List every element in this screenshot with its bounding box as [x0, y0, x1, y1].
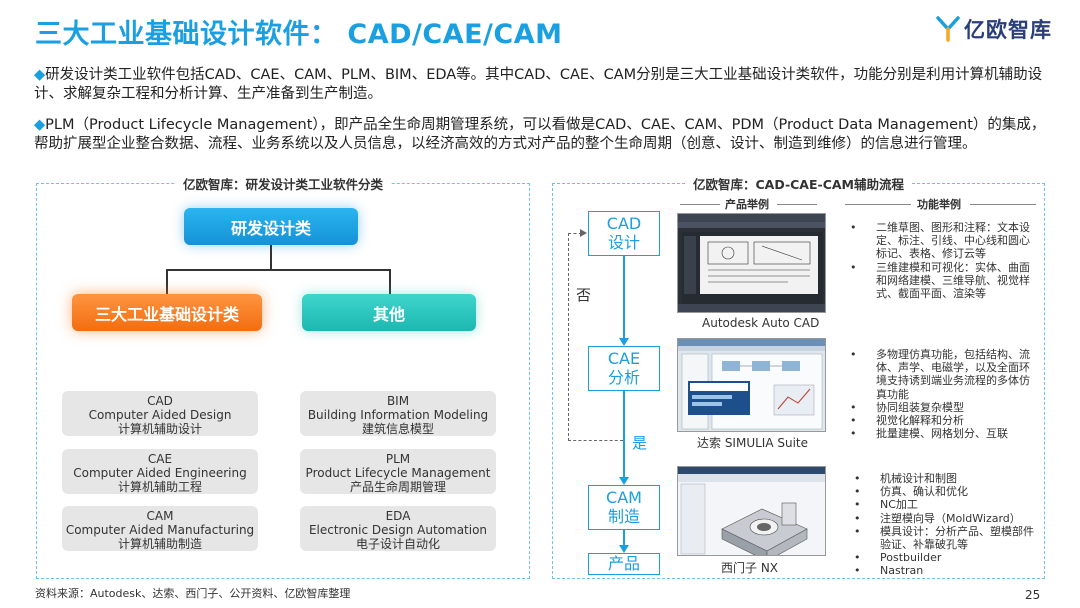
- list-item: Postbuilder: [854, 551, 1040, 564]
- feedback-loop-line: [568, 233, 582, 235]
- intro-paragraph-2: ◆PLM（Product Lifecycle Management），即产品全生…: [34, 117, 1046, 152]
- flow-arrow: [623, 256, 625, 338]
- tree-connector: [166, 269, 390, 271]
- header-rule: [970, 204, 1036, 205]
- cad-cae-cam-flow-panel: 亿欧智库：CAD-CAE-CAM辅助流程: [552, 177, 1045, 579]
- nx-screenshot: [677, 466, 826, 556]
- diamond-bullet-icon: ◆: [34, 67, 46, 83]
- cae-feature-list: 多物理仿真功能，包括结构、流体、声学、电磁学，以及全面环境支持诱到端业务流程的多…: [850, 348, 1036, 441]
- header-rule: [845, 204, 911, 205]
- root-category-node: 研发设计类: [184, 208, 358, 245]
- function-column-header: 功能举例: [917, 198, 961, 211]
- tree-connector: [166, 269, 168, 294]
- simulia-screenshot-image: [678, 339, 825, 430]
- logo-name: 亿欧智库: [964, 18, 1052, 42]
- logo: 亿欧智库: [936, 14, 1052, 44]
- list-item: 视觉化解释和分析: [850, 414, 1036, 427]
- list-item: 协同组装复杂模型: [850, 401, 1036, 414]
- cad-feature-list: 二维草图、图形和注释：文本设定、标注、引线、中心线和圆心标记、表格、修订云等 三…: [850, 221, 1036, 301]
- left-panel-title: 亿欧智库：研发设计类工业软件分类: [174, 177, 391, 192]
- flow-step-product: 产品: [588, 553, 660, 575]
- core-category-node: 三大工业基础设计类: [72, 294, 262, 331]
- diamond-bullet-icon: ◆: [34, 117, 46, 133]
- software-card-eda: EDA Electronic Design Automation 电子设计自动化: [300, 506, 496, 551]
- autocad-screenshot-image: [678, 214, 825, 312]
- simulia-screenshot: [677, 338, 826, 432]
- software-card-bim: BIM Building Information Modeling 建筑信息模型: [300, 391, 496, 436]
- list-item: 机械设计和制图: [854, 472, 1040, 485]
- page-number: 25: [1025, 588, 1041, 602]
- flow-step-cae: CAE 分析: [588, 346, 660, 391]
- intro-paragraph-1: ◆研发设计类工业软件包括CAD、CAE、CAM、PLM、BIM、EDA等。其中C…: [34, 67, 1043, 102]
- right-panel-title: 亿欧智库：CAD-CAE-CAM辅助流程: [684, 177, 912, 192]
- feedback-loop-line: [568, 233, 570, 441]
- nx-screenshot-image: [678, 467, 825, 555]
- arrowhead-icon: [619, 477, 629, 485]
- list-item: 模具设计：分析产品、塑模部件验证、补靠破孔等: [854, 525, 1040, 551]
- list-item: 仿真、确认和优化: [854, 485, 1040, 498]
- no-label: 否: [576, 286, 592, 304]
- header-rule: [680, 204, 720, 205]
- list-item: Nastran: [854, 564, 1040, 577]
- tree-connector: [389, 269, 391, 294]
- flow-step-cad: CAD 设计: [588, 211, 660, 256]
- autocad-screenshot: [677, 213, 826, 313]
- cam-feature-list: 机械设计和制图 仿真、确认和优化 NC加工 注塑模向导（MoldWizard） …: [854, 472, 1040, 578]
- list-item: 注塑模向导（MoldWizard）: [854, 512, 1040, 525]
- header-rule: [777, 204, 817, 205]
- page-title: 三大工业基础设计软件： CAD/CAE/CAM: [35, 19, 563, 50]
- yes-label: 是: [632, 434, 648, 452]
- software-classification-panel: 亿欧智库：研发设计类工业软件分类: [36, 177, 530, 579]
- other-category-node: 其他: [302, 294, 476, 331]
- software-card-cam: CAM Computer Aided Manufacturing 计算机辅助制造: [62, 506, 258, 551]
- software-card-plm: PLM Product Lifecycle Management 产品生命周期管…: [300, 449, 496, 494]
- product-column-header: 产品举例: [725, 198, 769, 211]
- list-item: 批量建模、网格划分、互联: [850, 427, 1036, 440]
- flow-arrow: [623, 530, 625, 545]
- software-card-cae: CAE Computer Aided Engineering 计算机辅助工程: [62, 449, 258, 494]
- product-caption-simulia: 达索 SIMULIA Suite: [697, 436, 809, 450]
- arrowhead-icon: [619, 545, 629, 553]
- list-item: NC加工: [854, 498, 1040, 511]
- product-caption-nx: 西门子 NX: [721, 561, 779, 575]
- flow-step-cam: CAM 制造: [588, 485, 660, 530]
- logo-mark-icon: [936, 16, 960, 42]
- feedback-loop-line: [568, 440, 623, 442]
- software-card-cad: CAD Computer Aided Design 计算机辅助设计: [62, 391, 258, 436]
- feedback-arrowhead-icon: [580, 229, 587, 237]
- list-item: 多物理仿真功能，包括结构、流体、声学、电磁学，以及全面环境支持诱到端业务流程的多…: [850, 348, 1036, 401]
- product-caption-autocad: Autodesk Auto CAD: [702, 316, 820, 330]
- flow-arrow: [623, 391, 625, 477]
- tree-connector: [270, 245, 272, 270]
- list-item: 二维草图、图形和注释：文本设定、标注、引线、中心线和圆心标记、表格、修订云等: [850, 221, 1036, 261]
- arrowhead-icon: [619, 338, 629, 346]
- list-item: 三维建模和可视化：实体、曲面和网络建模、三维导航、视觉样式、截面平面、渲染等: [850, 261, 1036, 301]
- source-note: 资料来源：Autodesk、达索、西门子、公开资料、亿欧智库整理: [35, 587, 351, 600]
